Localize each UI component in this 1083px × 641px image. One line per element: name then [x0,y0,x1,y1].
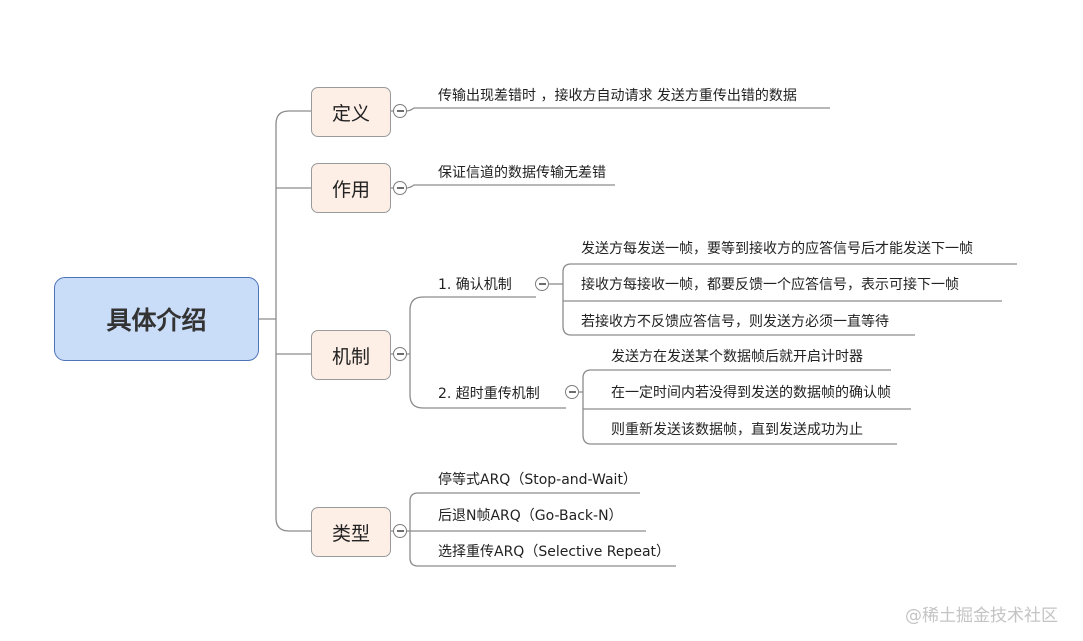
watermark: @稀土掘金技术社区 [905,606,1058,626]
collapse-ack-icon[interactable] [535,277,549,291]
collapse-definition-icon[interactable] [393,104,407,118]
ack-leaf-1[interactable]: 发送方每发送一帧，要等到接收方的应答信号后才能发送下一帧 [581,241,973,257]
branch-mechanism[interactable]: 机制 [311,330,391,380]
collapse-timeout-icon[interactable] [565,385,579,399]
type-stop-and-wait[interactable]: 停等式ARQ（Stop-and-Wait） [438,472,637,488]
timeout-leaf-1[interactable]: 发送方在发送某个数据帧后就开启计时器 [611,349,863,365]
ack-leaf-3[interactable]: 若接收方不反馈应答信号，则发送方必须一直等待 [581,314,889,330]
purpose-leaf[interactable]: 保证信道的数据传输无差错 [438,165,606,181]
root-topic[interactable]: 具体介绍 [54,277,259,361]
branch-purpose[interactable]: 作用 [311,163,391,213]
mechanism-ack[interactable]: 1. 确认机制 [438,277,512,293]
collapse-purpose-icon[interactable] [393,181,407,195]
collapse-mechanism-icon[interactable] [393,347,407,361]
timeout-leaf-3[interactable]: 则重新发送该数据帧，直到发送成功为止 [611,422,863,438]
timeout-leaf-2[interactable]: 在一定时间内若没得到发送的数据帧的确认帧 [611,385,891,401]
collapse-types-icon[interactable] [393,524,407,538]
mechanism-timeout[interactable]: 2. 超时重传机制 [438,386,540,402]
type-go-back-n[interactable]: 后退N帧ARQ（Go-Back-N） [438,508,623,524]
branch-definition[interactable]: 定义 [311,87,391,137]
ack-leaf-2[interactable]: 接收方每接收一帧，都要反馈一个应答信号，表示可接下一帧 [581,277,959,293]
branch-types[interactable]: 类型 [311,507,391,557]
definition-leaf[interactable]: 传输出现差错时 ，接收方自动请求 发送方重传出错的数据 [438,88,797,104]
type-selective-repeat[interactable]: 选择重传ARQ（Selective Repeat） [438,544,671,560]
